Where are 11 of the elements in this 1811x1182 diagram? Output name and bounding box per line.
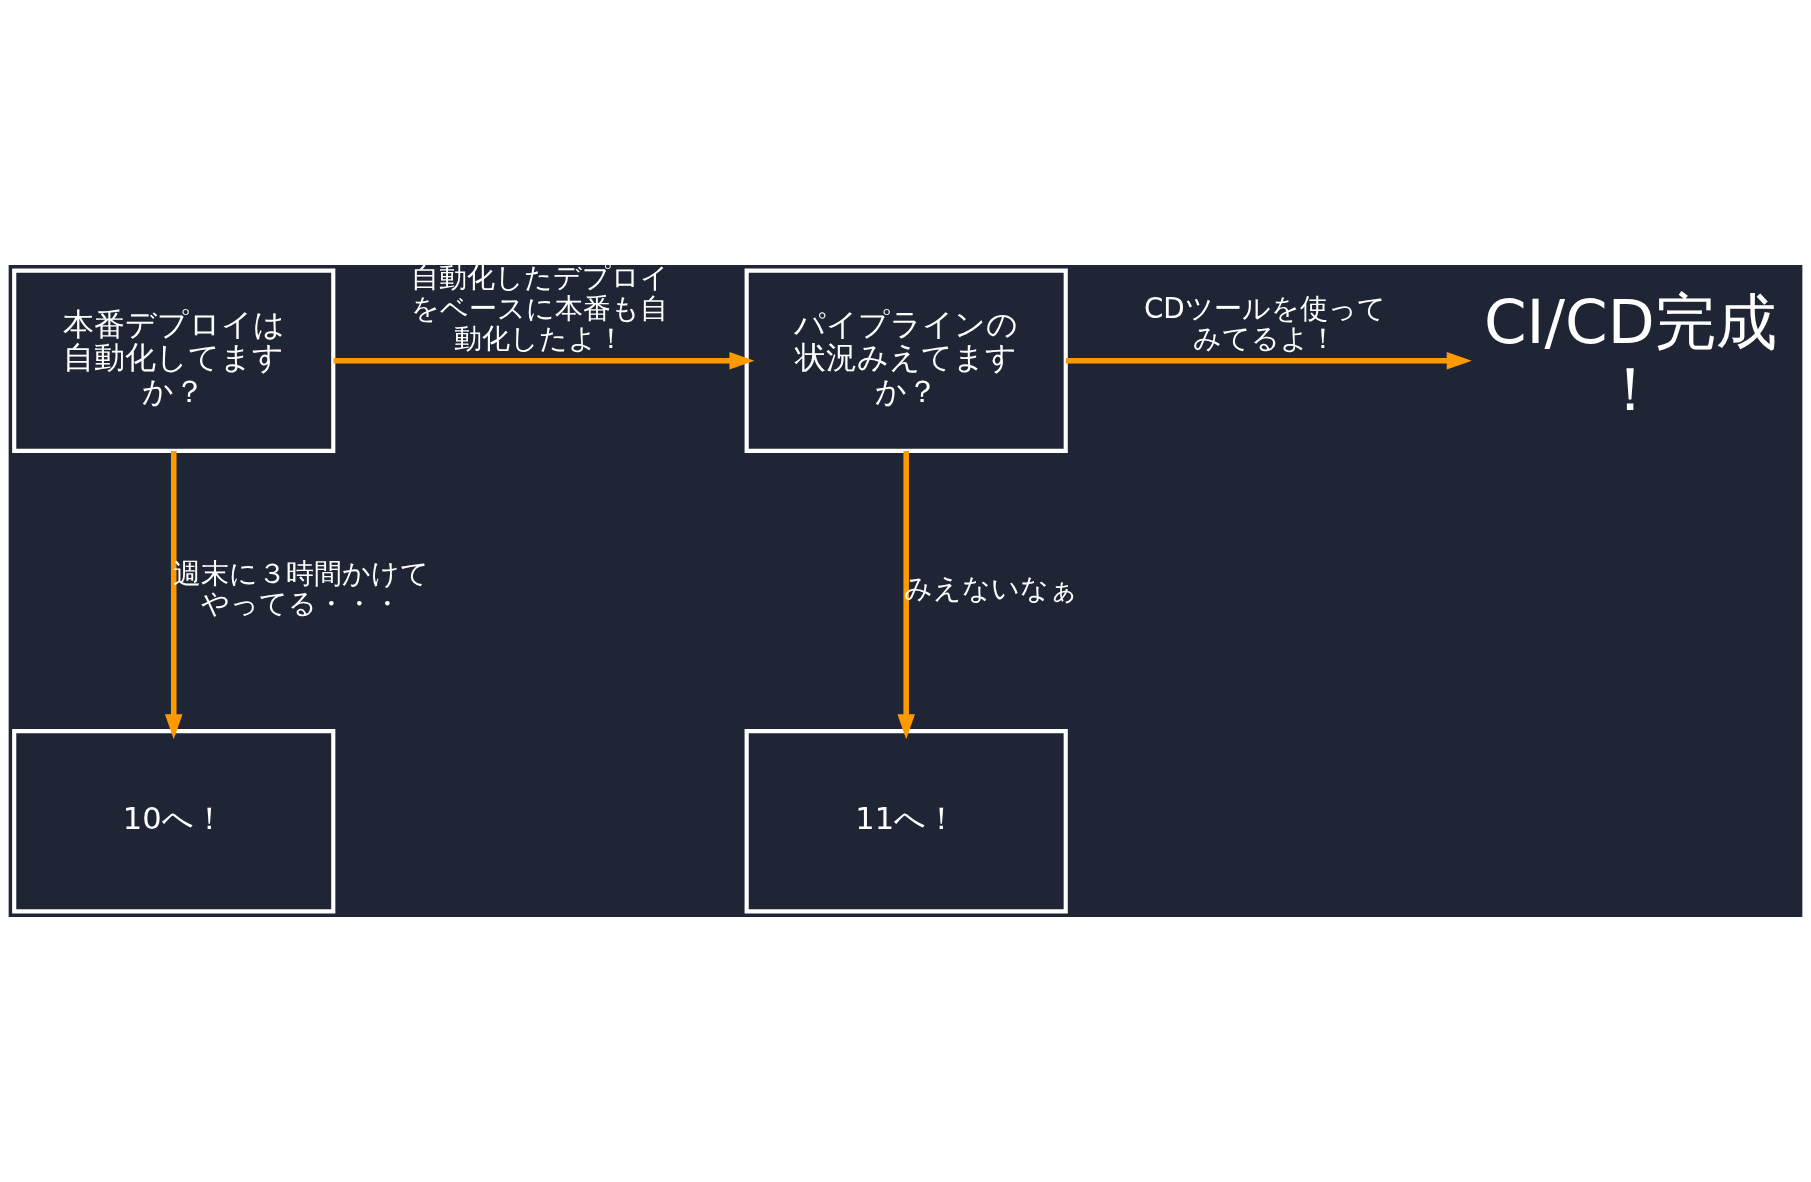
arrow — [1066, 351, 1472, 370]
node-box: 本番デプロイは自動化してますか？ — [12, 268, 336, 453]
arrow — [897, 450, 915, 740]
node-box: 11へ！ — [744, 729, 1068, 914]
node-text: CI/CD完成！ — [1483, 285, 1777, 424]
edge-label: 自動化したデプロイをベースに本番も自動化したよ！ — [410, 261, 669, 356]
arrow — [164, 450, 183, 740]
node-box: 10へ！ — [12, 729, 336, 914]
arrow — [333, 351, 755, 370]
edge-label: CDツールを使ってみてるよ！ — [1143, 291, 1386, 356]
node-box: パイプラインの状況みえてますか？ — [744, 268, 1068, 453]
